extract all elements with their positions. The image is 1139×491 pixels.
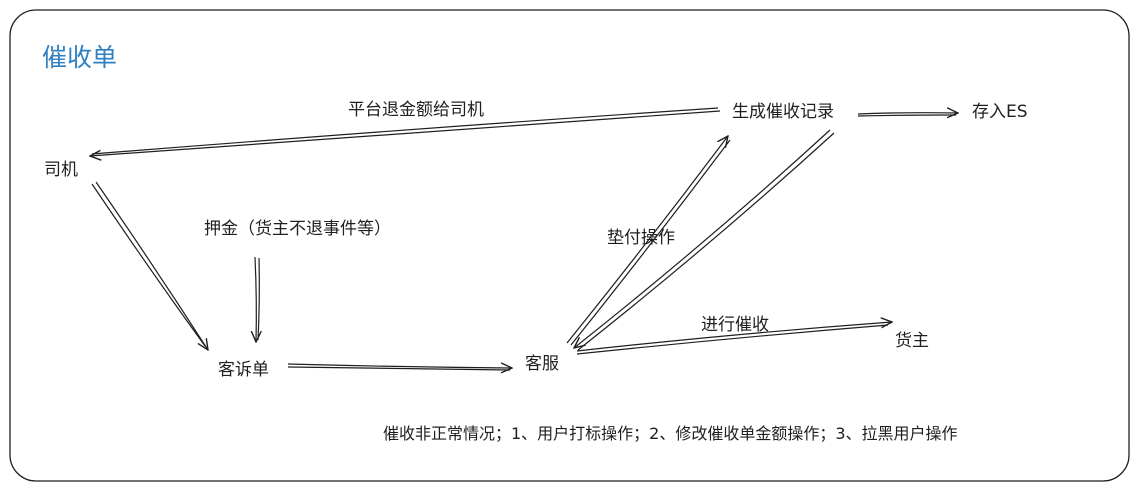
diagram-frame bbox=[9, 9, 1130, 482]
node-service: 客服 bbox=[525, 354, 559, 374]
arrow-complaint-to-service bbox=[287, 364, 512, 370]
node-record: 生成催收记录 bbox=[732, 102, 834, 122]
arrow-deposit-to-complaint bbox=[255, 256, 259, 342]
node-es: 存入ES bbox=[972, 102, 1028, 122]
arrow-record-to-es bbox=[857, 113, 958, 116]
abnormal-cases-note: 催收非正常情况；1、用户打标操作；2、修改催收单金额操作；3、拉黑用户操作 bbox=[383, 424, 958, 443]
diagram-title: 催收单 bbox=[42, 43, 118, 72]
node-driver: 司机 bbox=[44, 160, 78, 180]
edge-label-advance-payment: 垫付操作 bbox=[607, 228, 675, 248]
node-complaint: 客诉单 bbox=[218, 360, 269, 380]
edge-label-refund-driver: 平台退金额给司机 bbox=[348, 100, 484, 120]
node-cargo-owner: 货主 bbox=[895, 331, 929, 351]
edge-label-do-collection: 进行催收 bbox=[701, 315, 769, 335]
arrow-driver-to-complaint bbox=[91, 181, 208, 350]
node-deposit: 押金（货主不退事件等） bbox=[204, 219, 391, 239]
